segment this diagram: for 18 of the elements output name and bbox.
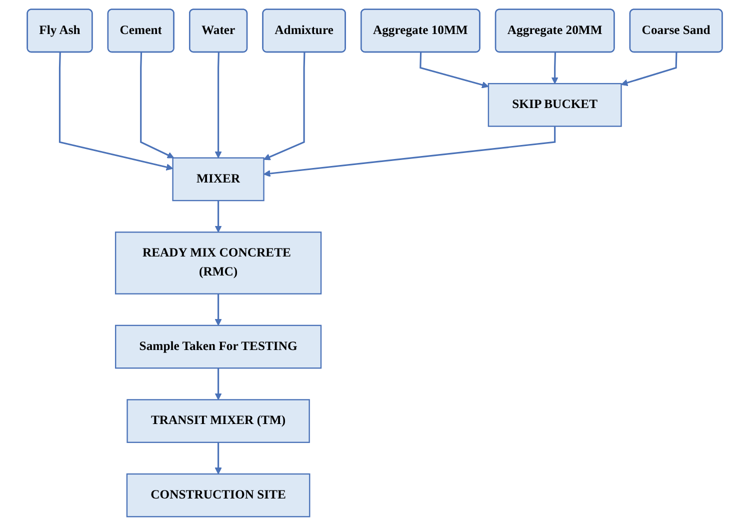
arrow	[620, 52, 677, 86]
arrow	[214, 368, 222, 400]
node-box: SKIP BUCKET	[488, 83, 622, 127]
arrow	[214, 200, 222, 232]
node-box: Sample Taken For TESTING	[114, 324, 322, 369]
arrow	[58, 52, 173, 171]
arrow	[140, 52, 174, 158]
arrow	[551, 52, 558, 84]
arrow	[214, 442, 222, 474]
arrow	[263, 126, 556, 177]
node-box: CONSTRUCTION SITE	[126, 473, 310, 518]
node-box: MIXER	[172, 157, 264, 202]
arrow	[419, 52, 489, 88]
arrow	[214, 52, 222, 158]
node-box: READY MIX CONCRETE (RMC)	[114, 232, 322, 294]
arrow	[214, 294, 222, 326]
node-box: TRANSIT MIXER (TM)	[126, 399, 310, 443]
arrow	[263, 52, 305, 160]
